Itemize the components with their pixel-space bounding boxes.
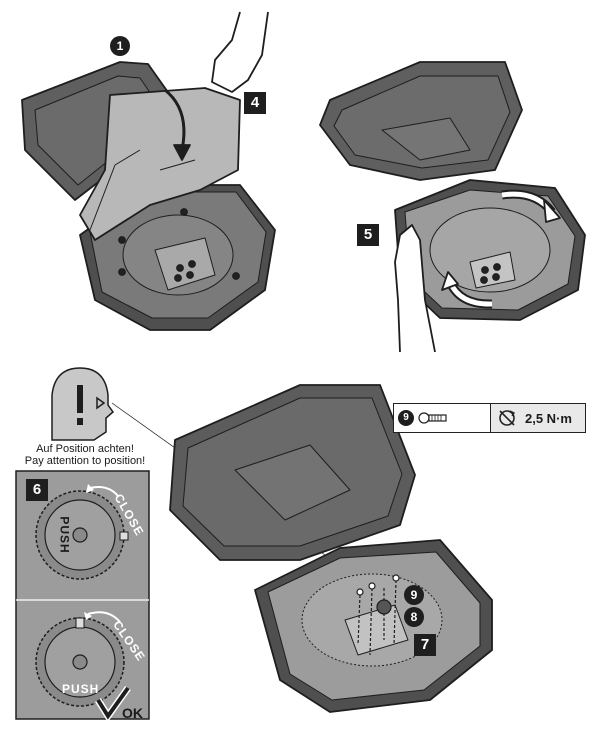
torque-value: 2,5 N·m: [525, 410, 572, 426]
step1-marker: 1: [110, 36, 130, 56]
position-caption: Auf Position achten! Pay attention to po…: [0, 443, 170, 467]
step5-illustration: [319, 61, 586, 353]
step7-label: 7: [414, 634, 436, 656]
push-label-bottom: PUSH: [62, 682, 100, 696]
part8-callout: 8: [404, 607, 424, 627]
step7-illustration: [169, 384, 493, 713]
spec-box: 9 2,5 N·m: [393, 403, 586, 433]
push-label-top: PUSH: [57, 516, 72, 554]
step5-label: 5: [357, 224, 379, 246]
step4-illustration: [21, 11, 276, 331]
caption-en: Pay attention to position!: [24, 455, 146, 467]
torque-wrench-icon: [499, 410, 516, 426]
spec-part-number: 9: [398, 410, 414, 426]
caption-de: Auf Position achten!: [36, 443, 134, 455]
spec-torque-cell: 2,5 N·m: [491, 404, 585, 432]
spec-part-cell: 9: [394, 404, 491, 432]
step6-label: 6: [26, 479, 48, 501]
step6-panel: [15, 470, 150, 723]
screw-icon: [418, 412, 447, 424]
step4-label: 4: [244, 92, 266, 114]
ok-label: OK: [122, 705, 143, 721]
part9-callout: 9: [404, 585, 424, 605]
